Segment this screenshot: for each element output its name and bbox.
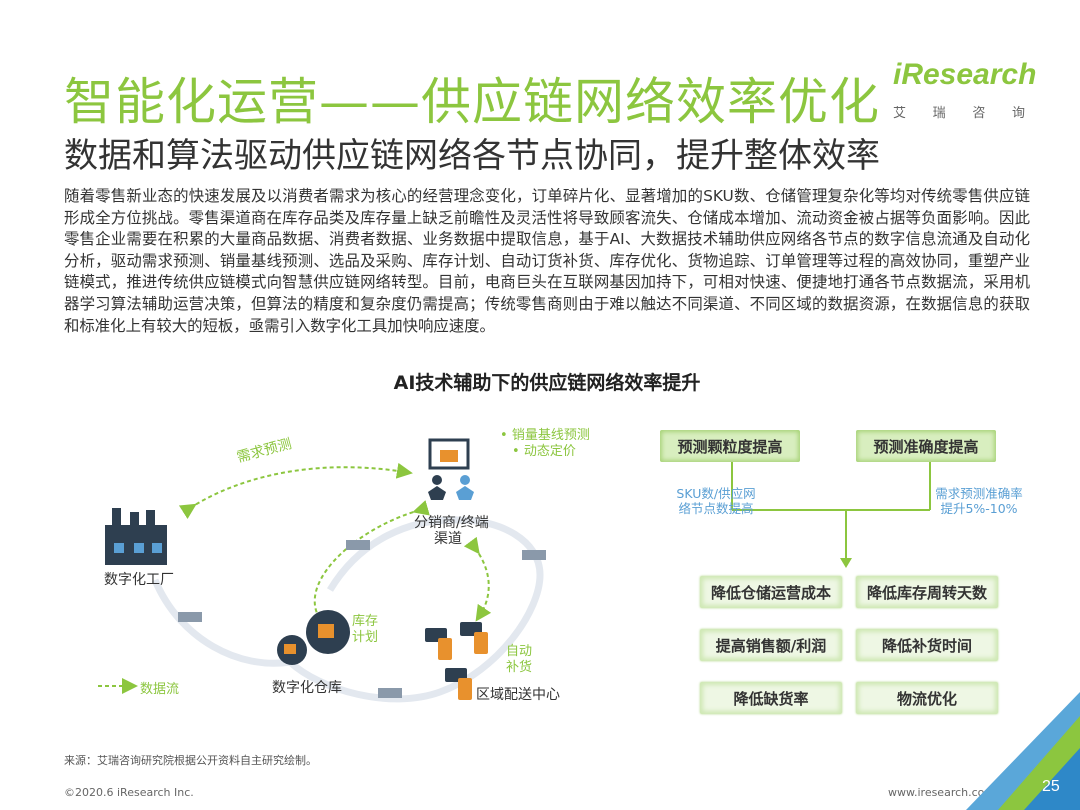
page-subtitle: 数据和算法驱动供应链网络各节点协同，提升整体效率 xyxy=(64,136,880,176)
factory-label: 数字化工厂 xyxy=(104,572,174,588)
distributor-label-line2: 渠道 xyxy=(434,531,462,547)
granularity-box: 预测颗粒度提高 xyxy=(660,430,800,462)
iresearch-logo: iResearch 艾 瑞 咨 询 xyxy=(893,58,1036,121)
result-box: 物流优化 xyxy=(856,682,998,714)
logo-cn-char: 瑞 xyxy=(932,106,946,121)
logo-cn: 艾 瑞 咨 询 xyxy=(893,102,1025,121)
baseline-forecast-text: 销量基线预测 xyxy=(511,428,590,443)
truck-icon xyxy=(178,612,202,622)
truck-icon xyxy=(346,540,370,550)
auto-replenish-label-2: 补货 xyxy=(506,660,533,675)
logistics-loop xyxy=(151,516,544,703)
accuracy-note-line2: 提升5%-10% xyxy=(940,501,1018,516)
diagram-title: AI技术辅助下的供应链网络效率提升 xyxy=(393,372,701,394)
dynamic-pricing-text: 动态定价 xyxy=(523,444,576,459)
distributor-label-line1: 分销商/终端 xyxy=(414,515,489,531)
legend-label: 数据流 xyxy=(140,682,180,697)
result-box: 降低补货时间 xyxy=(856,629,998,661)
distribution-center-icon xyxy=(425,622,488,700)
accuracy-note-line1: 需求预测准确率 xyxy=(935,486,1023,501)
distribution-center-label: 区域配送中心 xyxy=(476,687,560,703)
source-note: 来源：艾瑞咨询研究院根据公开资料自主研究绘制。 xyxy=(64,754,317,767)
logo-brand: iResearch xyxy=(893,58,1037,91)
logo-cn-char: 艾 xyxy=(893,106,907,121)
copyright: ©2020.6 iResearch Inc. xyxy=(64,786,194,799)
result-box: 降低库存周转天数 xyxy=(856,576,998,608)
accuracy-note: 需求预测准确率 提升5%-10% xyxy=(928,486,1030,516)
inventory-plan-label-2: 计划 xyxy=(352,630,379,645)
people-icon xyxy=(428,475,474,500)
result-box: 降低缺货率 xyxy=(700,682,842,714)
sku-note-line2: 络节点数提高 xyxy=(678,501,754,516)
factory-icon xyxy=(105,508,167,565)
warehouse-label: 数字化仓库 xyxy=(272,680,342,696)
truck-icon xyxy=(522,550,546,560)
auto-replenish-label-1: 自动 xyxy=(506,644,533,659)
page-title: 智能化运营——供应链网络效率优化 xyxy=(64,73,880,131)
replenish-flow-arrow xyxy=(463,536,492,622)
inventory-plan-label-1: 库存 xyxy=(352,614,379,629)
inventory-flow-arrow xyxy=(313,500,430,631)
result-box: 提高销售额/利润 xyxy=(700,629,842,661)
body-paragraph: 随着零售新业态的快速发展及以消费者需求为核心的经营理念变化，订单碎片化、显著增加… xyxy=(64,187,1030,335)
result-box: 降低仓储运营成本 xyxy=(700,576,842,608)
baseline-forecast-label: • 销量基线预测 xyxy=(500,428,590,443)
diagram-graphics xyxy=(98,438,931,703)
logo-cn-char: 咨 xyxy=(972,106,986,121)
supply-chain-diagram: 需求预测 数字化工厂 数字化仓库 分销商/终端 渠道 区域配送中心 库存 计划 … xyxy=(60,400,1030,745)
page-number: 25 xyxy=(1042,778,1060,795)
store-icon xyxy=(428,438,470,470)
warehouse-icon xyxy=(277,610,350,665)
accuracy-box: 预测准确度提高 xyxy=(856,430,996,462)
truck-icon xyxy=(378,688,402,698)
logo-cn-char: 询 xyxy=(1011,106,1025,121)
website-url: www.iresearch.com.cn xyxy=(888,786,1012,799)
sku-note: SKU数/供应网 络节点数提高 xyxy=(666,486,766,516)
connector-arrowhead xyxy=(840,558,852,568)
demand-flow-arrow xyxy=(178,462,413,520)
connector-lines xyxy=(731,462,931,560)
dynamic-pricing-label: • 动态定价 xyxy=(512,444,576,459)
sku-note-line1: SKU数/供应网 xyxy=(676,486,756,501)
